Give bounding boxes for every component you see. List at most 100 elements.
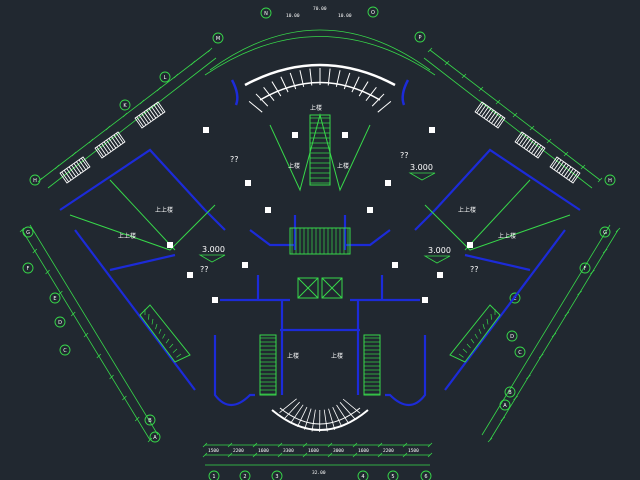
- axis-bubble: 5: [387, 470, 399, 480]
- stair-tread: [155, 323, 158, 330]
- svg-text:A: A: [153, 435, 157, 441]
- stair-tread: [462, 348, 468, 353]
- bottom-arc-mullion: [332, 407, 343, 428]
- dim-tick: [402, 452, 408, 458]
- label-qq-1: ??: [230, 155, 239, 164]
- axis-bubble: B: [504, 386, 516, 398]
- arc-mullion: [248, 100, 263, 113]
- wing-stair-block: [94, 131, 126, 159]
- svg-text:K: K: [123, 103, 127, 109]
- upper-hall-side-walls: [293, 215, 347, 250]
- svg-text:D: D: [510, 334, 514, 340]
- svg-text:1: 1: [212, 474, 215, 480]
- stair-tread: [458, 353, 464, 358]
- stair-tread: [169, 343, 174, 349]
- diag-dim-tick: [580, 164, 586, 170]
- walls: [59, 148, 581, 407]
- svg-text:E: E: [53, 296, 56, 302]
- elevator-shaft-2: [321, 277, 343, 299]
- diag-dim-tick: [156, 86, 162, 92]
- axis-bubble: H: [604, 174, 616, 186]
- column: [429, 127, 435, 133]
- dim-tick: [427, 452, 433, 458]
- axis-bubble: F: [22, 262, 34, 274]
- right-wing-mid-wall: [464, 253, 531, 272]
- left-corridor-stair: [259, 334, 277, 396]
- label-up-top: 上楼: [310, 104, 322, 112]
- top-arc-dim-line: [209, 29, 431, 71]
- axis-bubble: A: [499, 399, 511, 411]
- bottom-arc-mullion: [290, 404, 304, 424]
- dim-tick: [277, 452, 283, 458]
- left-wing-outer-wall: [74, 229, 196, 391]
- dim-tick: [202, 442, 208, 448]
- bottom-dim-value: 1500: [208, 448, 219, 454]
- svg-text:4: 4: [361, 474, 364, 480]
- dim-tick: [402, 442, 408, 448]
- diag-dim-tick: [546, 138, 552, 144]
- svg-text:B: B: [148, 418, 152, 424]
- svg-text:F: F: [27, 266, 30, 272]
- column: [385, 180, 391, 186]
- arc-mullion: [327, 68, 331, 86]
- arc-mullion: [358, 81, 369, 97]
- svg-text:M: M: [216, 36, 220, 42]
- svg-text:D: D: [58, 320, 62, 326]
- diag-dim-tick: [597, 177, 603, 183]
- column: [367, 207, 373, 213]
- bottom-arc-mullion: [284, 401, 300, 419]
- label-up-center-left: 上楼: [288, 162, 300, 170]
- central-left-bay: [213, 335, 255, 407]
- bottom-arc-mullion: [279, 398, 297, 413]
- diag-dim-tick: [58, 290, 63, 296]
- right-wing-outer-wall: [444, 229, 566, 391]
- column: [242, 262, 248, 268]
- central-top-stair-run: [309, 114, 331, 186]
- stair-tread: [151, 318, 154, 325]
- right-lower-stair: [449, 304, 501, 363]
- right-wing-upper-wall: [434, 148, 581, 211]
- column: [212, 297, 218, 303]
- axis-bubble: 2: [239, 470, 251, 480]
- diag-dim-tick: [37, 177, 43, 183]
- diag-dim-tick: [529, 125, 535, 131]
- column: [392, 262, 398, 268]
- diag-dim-tick: [122, 395, 127, 401]
- svg-text:H: H: [608, 178, 612, 184]
- axis-bubble: K: [119, 99, 131, 111]
- diag-dim-tick: [83, 332, 89, 338]
- stair-tread: [482, 323, 485, 330]
- dim-tick: [352, 442, 358, 448]
- top-dim-labels: 70.00 10.00 10.00 32.00: [286, 6, 352, 476]
- diag-dim-tick: [190, 60, 196, 66]
- stair-tread: [474, 333, 478, 339]
- central-right-bay: [385, 335, 427, 407]
- bottom-dim-value: 2200: [233, 448, 244, 454]
- bottom-dim-value: 2200: [383, 448, 394, 454]
- bottom-dim-value: 3300: [283, 448, 294, 454]
- svg-text:2: 2: [243, 474, 246, 480]
- svg-text:G: G: [603, 230, 607, 236]
- diag-dim-tick: [577, 290, 582, 296]
- diag-dim-tick: [563, 151, 569, 157]
- stair-tread: [165, 338, 170, 344]
- axis-bubble: B: [144, 414, 156, 426]
- elevation-center-right: 3.000: [410, 163, 433, 172]
- dim-tick: [202, 452, 208, 458]
- column: [292, 132, 298, 138]
- diag-dim-tick: [96, 353, 102, 359]
- right-corridor-stair: [363, 334, 381, 396]
- dim-tick: [302, 442, 308, 448]
- arc-mullion: [289, 72, 297, 90]
- stair-tread: [172, 348, 178, 353]
- bottom-arc-mullion: [304, 408, 312, 430]
- bottom-arc-mullions: [279, 398, 361, 433]
- diag-dim-tick: [122, 112, 128, 118]
- arc-mullion: [263, 86, 275, 102]
- diag-dim-tick: [564, 311, 570, 317]
- arc-mullion: [255, 93, 269, 107]
- diagonal-dim-marks: [19, 47, 621, 443]
- dim-top-left-seg: 10.00: [286, 13, 300, 19]
- wing-stair-blocks: [59, 101, 581, 184]
